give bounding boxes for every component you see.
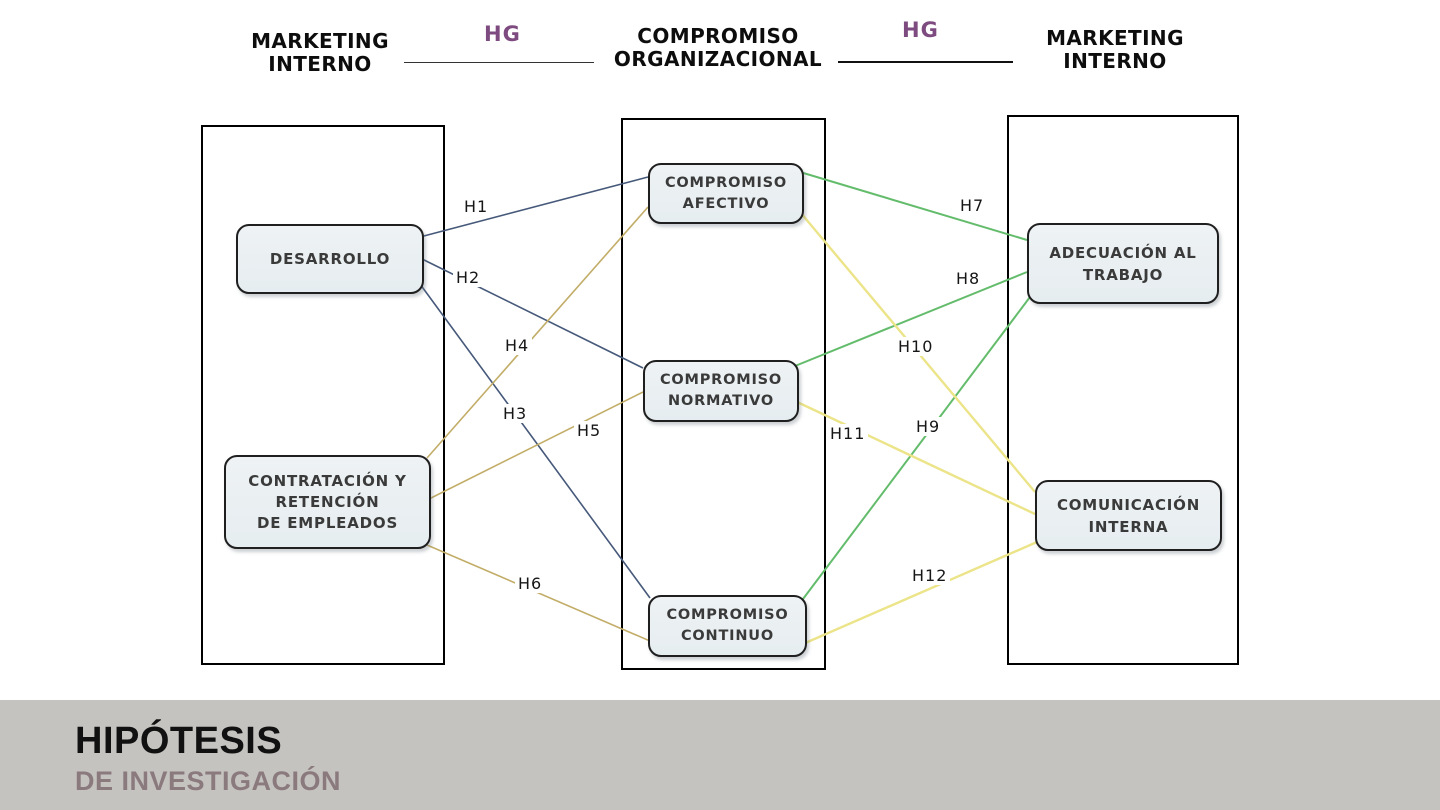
edge-line-h12 [802, 540, 1038, 646]
header-connector-line-left [404, 62, 594, 63]
edge-label-h4: H4 [502, 336, 533, 355]
node-comunicacion-line1: COMUNICACIÓN [1056, 495, 1201, 514]
header-compromiso-organizacional: COMPROMISO ORGANIZACIONAL [588, 25, 848, 71]
edge-label-h2: H2 [453, 268, 484, 287]
footer-title: HIPÓTESIS [75, 720, 283, 762]
node-continuo-line2: CONTINUO [680, 628, 775, 644]
edge-line-h3 [419, 283, 651, 599]
edge-line-h7 [799, 171, 1028, 241]
node-desarrollo: DESARROLLO [236, 224, 424, 294]
node-comunicacion-line2: INTERNA [1088, 517, 1169, 536]
node-contratacion-retencion: CONTRATACIÓN Y RETENCIÓN DE EMPLEADOS [224, 455, 431, 549]
edge-line-h4 [426, 206, 649, 459]
node-normativo-line1: COMPROMISO [659, 372, 783, 388]
header-center-line2: ORGANIZACIONAL [613, 47, 823, 71]
edge-label-h9: H9 [913, 417, 944, 436]
edge-label-h6: H6 [515, 574, 546, 593]
edge-line-h11 [794, 399, 1036, 516]
header-center-line1: COMPROMISO [637, 24, 799, 48]
header-marketing-interno-left: MARKETING INTERNO [225, 30, 415, 76]
edge-label-h8: H8 [953, 269, 984, 288]
node-compromiso-normativo: COMPROMISO NORMATIVO [643, 360, 799, 422]
edge-label-h3: H3 [500, 404, 531, 423]
node-compromiso-afectivo: COMPROMISO AFECTIVO [648, 163, 804, 224]
edge-line-h6 [426, 544, 651, 642]
edge-label-h11: H11 [827, 424, 869, 443]
node-compromiso-continuo: COMPROMISO CONTINUO [648, 595, 807, 657]
edge-line-h1 [419, 176, 649, 238]
footer-subtitle: DE INVESTIGACIÓN [75, 766, 342, 796]
header-connector-line-right [838, 61, 1013, 63]
column-rect-marketing-interno-right [1007, 115, 1239, 665]
node-desarrollo-label: DESARROLLO [269, 250, 391, 268]
column-rect-marketing-interno-left [201, 125, 445, 665]
edge-label-h7: H7 [957, 196, 988, 215]
node-afectivo-line2: AFECTIVO [682, 195, 770, 212]
footer-bar: HIPÓTESIS DE INVESTIGACIÓN [0, 700, 1440, 810]
hg-label-right: HG [902, 18, 939, 42]
header-marketing-interno-right: MARKETING INTERNO [1025, 27, 1205, 73]
column-rect-compromiso-organizacional [621, 118, 826, 670]
node-adecuacion-al-trabajo: ADECUACIÓN AL TRABAJO [1027, 223, 1219, 304]
edge-line-h9 [802, 296, 1031, 600]
edge-line-h8 [794, 271, 1028, 367]
node-contratacion-line1: CONTRATACIÓN Y [248, 471, 407, 490]
node-adecuacion-line1: ADECUACIÓN AL [1049, 243, 1197, 262]
edge-label-h5: H5 [574, 421, 605, 440]
edge-label-h10: H10 [895, 337, 937, 356]
edge-line-h5 [426, 391, 644, 501]
node-contratacion-line2: RETENCIÓN [275, 492, 380, 511]
header-right-line2: INTERNO [1063, 49, 1167, 73]
header-right-line1: MARKETING [1046, 26, 1184, 50]
node-afectivo-line1: COMPROMISO [664, 174, 788, 191]
node-continuo-line1: COMPROMISO [666, 607, 789, 623]
node-contratacion-line3: DE EMPLEADOS [256, 513, 399, 532]
edge-label-h12: H12 [909, 566, 951, 585]
node-normativo-line2: NORMATIVO [668, 393, 774, 409]
edge-label-h1: H1 [461, 197, 492, 216]
header-left-line1: MARKETING [251, 29, 389, 53]
node-comunicacion-interna: COMUNICACIÓN INTERNA [1035, 480, 1222, 551]
node-adecuacion-line2: TRABAJO [1082, 265, 1164, 284]
hg-label-left: HG [484, 22, 521, 46]
header-left-line2: INTERNO [268, 52, 372, 76]
